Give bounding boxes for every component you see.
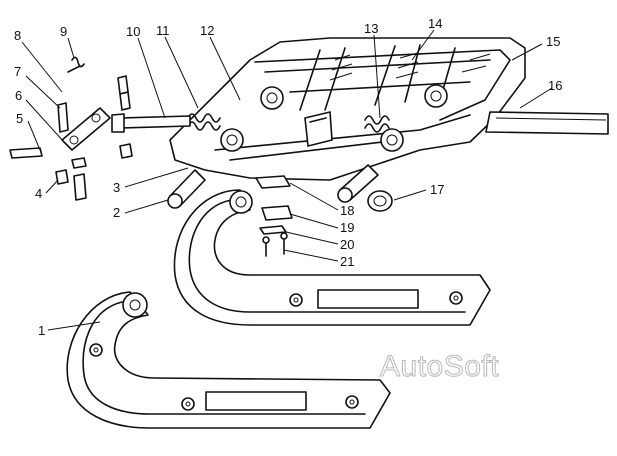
- callout-11: 11: [156, 23, 170, 38]
- rod-pin: [111, 113, 191, 133]
- callout-19: 19: [340, 220, 354, 235]
- callout-1: 1: [38, 323, 45, 338]
- callout-2: 2: [113, 205, 120, 220]
- callout-20: 20: [340, 237, 354, 252]
- callout-12: 12: [200, 23, 214, 38]
- callout-8: 8: [14, 28, 21, 43]
- callout-6: 6: [15, 88, 22, 103]
- main-housing: [169, 37, 526, 181]
- callout-14: 14: [428, 16, 442, 31]
- linkage-parts: [9, 56, 111, 201]
- callout-labels: 1 2 3 4 5 6 7 8 9 10 11 12 13 14 15 16 1…: [14, 16, 562, 338]
- lower-jaw: [66, 291, 391, 429]
- small-bolts: [117, 75, 133, 159]
- callout-5: 5: [16, 111, 23, 126]
- small-blocks: [255, 175, 293, 257]
- leader-lines: [21, 29, 553, 331]
- handle-rod: [485, 111, 609, 135]
- callout-9: 9: [60, 24, 67, 39]
- callout-3: 3: [113, 180, 120, 195]
- push-rods: [167, 164, 379, 209]
- callout-7: 7: [14, 64, 21, 79]
- callout-21: 21: [340, 254, 354, 269]
- callout-18: 18: [340, 203, 354, 218]
- bushing: [367, 190, 393, 212]
- callout-16: 16: [548, 78, 562, 93]
- callout-15: 15: [546, 34, 560, 49]
- callout-13: 13: [364, 21, 378, 36]
- callout-17: 17: [430, 182, 444, 197]
- callout-10: 10: [126, 24, 140, 39]
- upper-jaw: [173, 189, 491, 326]
- callout-4: 4: [35, 186, 42, 201]
- watermark: AutoSoft: [380, 350, 499, 383]
